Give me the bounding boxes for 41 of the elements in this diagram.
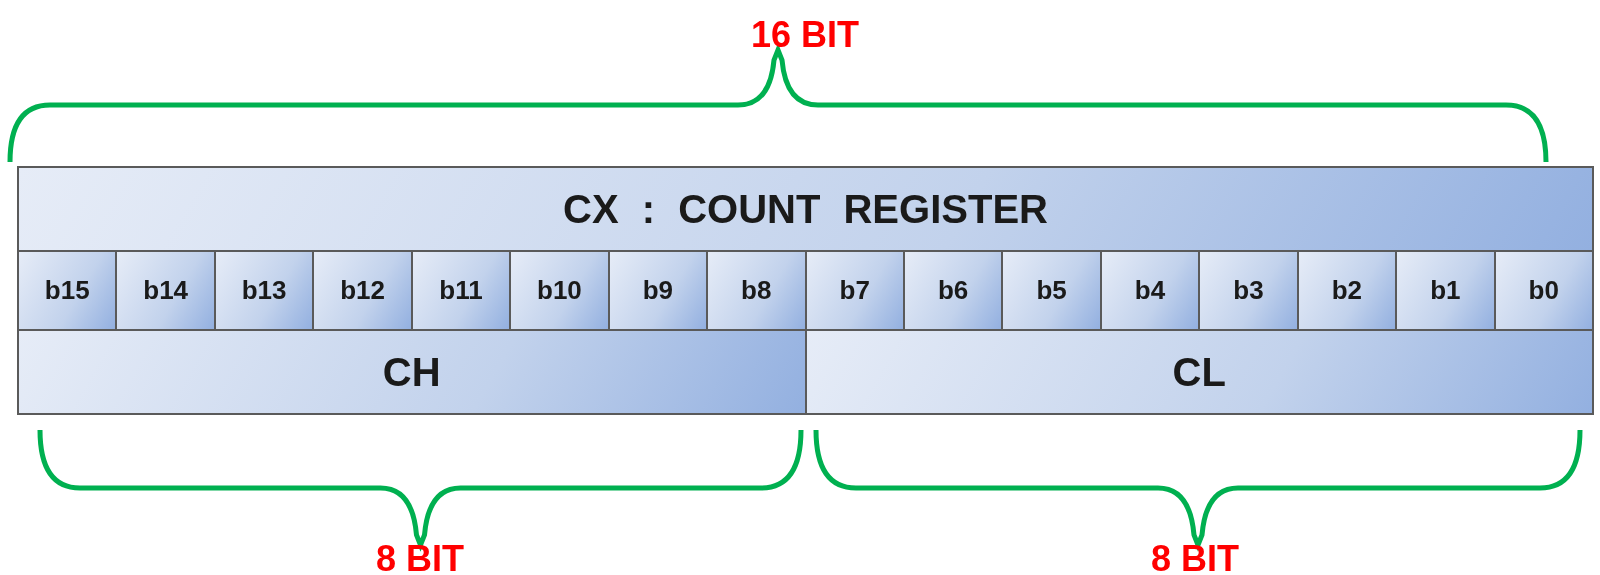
register-cell [706,250,807,331]
register-cell [312,250,413,331]
cell-text: b15 [44,274,90,307]
cell-text: b7 [839,274,870,307]
cell-text: b4 [1134,274,1166,307]
bit-width-label: 16 BIT [751,13,859,57]
bit-width-label: 8 BIT [376,537,464,575]
register-cell [1296,250,1398,331]
register-cell [1395,250,1496,331]
cell-text: CH [382,349,441,396]
register-cell [17,329,807,415]
register-cell [17,250,118,331]
register-cell [804,250,905,331]
cell-text: b1 [1430,274,1461,307]
cell-text: b3 [1233,274,1264,307]
register-cell [1493,250,1594,331]
cell-text: CL [1172,349,1226,396]
register-cell [410,250,512,331]
cell-text: b2 [1331,274,1363,307]
register-cell [1099,250,1201,331]
register-cell [1001,250,1102,331]
cell-text: b0 [1528,274,1559,307]
cell-text: b13 [241,274,287,307]
register-cell [17,166,1594,252]
cell-text: b8 [741,274,772,307]
cell-text: b14 [143,274,189,307]
bit-width-label: 8 BIT [1151,537,1239,575]
cell-text: CX : COUNT REGISTER [563,186,1048,233]
register-cell [804,329,1594,415]
register-cell [213,250,315,331]
cell-text: b10 [537,274,582,307]
cell-text: b9 [642,274,673,307]
register-cell [902,250,1004,331]
cell-text: b6 [938,274,969,307]
register-cell [1198,250,1299,331]
register-cell [509,250,610,331]
register-cell [607,250,709,331]
cell-text: b5 [1036,274,1067,307]
register-cell [115,250,216,331]
cell-text: b11 [439,274,483,307]
cell-text: b12 [340,274,385,307]
